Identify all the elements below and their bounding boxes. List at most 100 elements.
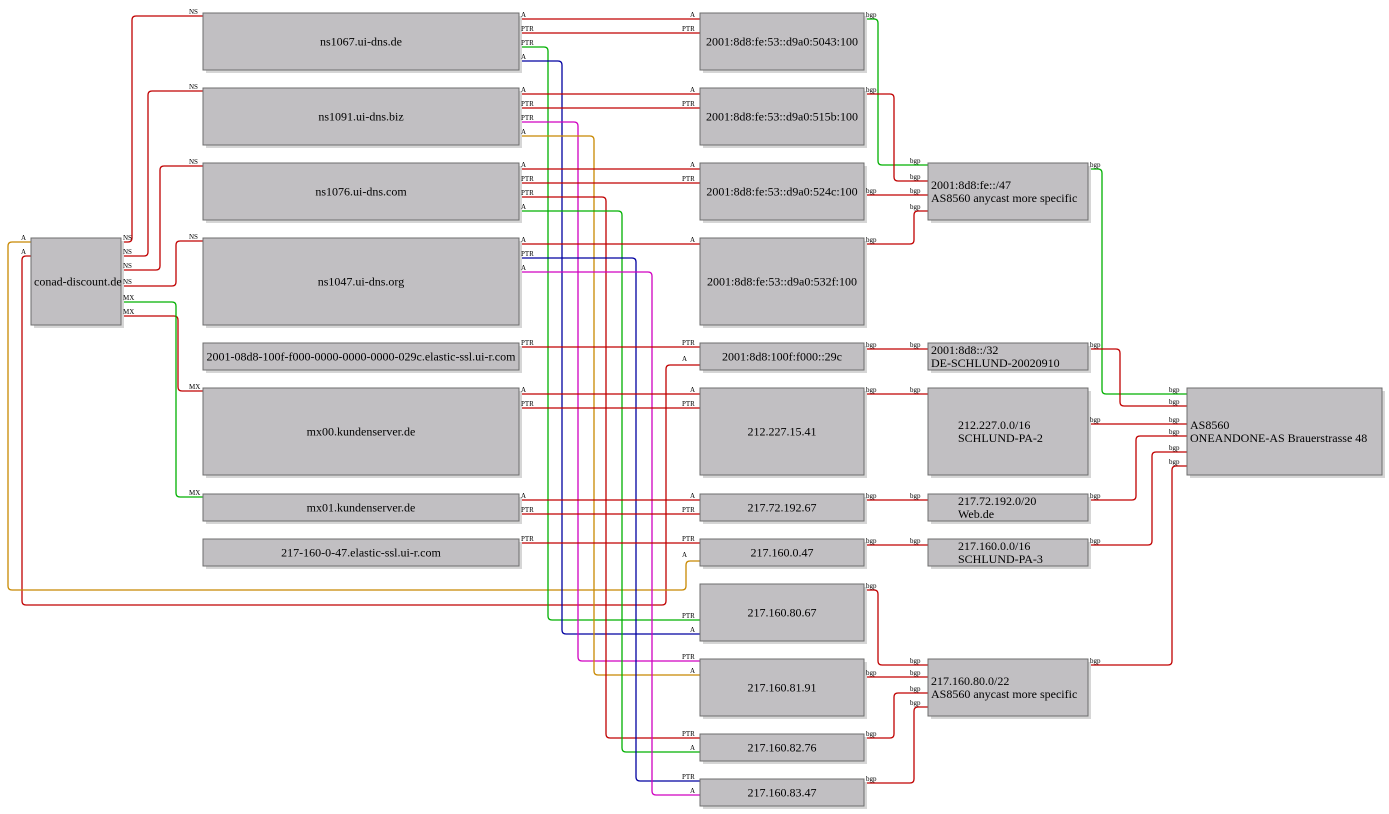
edge-bgp-line <box>1088 435 1187 501</box>
edge-label: bgp <box>910 657 921 665</box>
node-ip19267[interactable]: 217.72.192.67 <box>699 493 867 524</box>
node-ip1541[interactable]: 212.227.15.41 <box>699 387 867 478</box>
edge-ns-line <box>121 240 203 287</box>
edge-label: PTR <box>521 339 534 347</box>
node-label: 217.160.81.91 <box>748 681 817 695</box>
edge-label: bgp <box>1090 537 1101 545</box>
node-label: SCHLUND-PA-3 <box>958 552 1043 566</box>
edge-label: A <box>521 11 526 19</box>
edge-label: PTR <box>521 39 534 47</box>
node-ip532f[interactable]: 2001:8d8:fe:53::d9a0:532f:100 <box>699 237 867 328</box>
node-label: 217-160-0-47.elastic-ssl.ui-r.com <box>281 546 441 560</box>
edge-label: PTR <box>682 773 695 781</box>
edge-label: PTR <box>521 114 534 122</box>
edge-label: bgp <box>910 699 921 707</box>
node-ip29c[interactable]: 2001:8d8:100f:f000::29c <box>699 342 867 373</box>
edge-label: A <box>521 264 526 272</box>
node-label: 212.227.15.41 <box>748 425 817 439</box>
edge-label: PTR <box>521 250 534 258</box>
edge-bgp-line <box>864 210 928 245</box>
node-label: AS8560 <box>1190 418 1229 432</box>
node-label: 2001:8d8::/32 <box>931 343 998 357</box>
node-label: ns1067.ui-dns.de <box>320 35 402 49</box>
edge-label: NS <box>189 83 198 91</box>
edge-label: NS <box>123 234 132 242</box>
edges-layer <box>7 15 1187 796</box>
edge-label: bgp <box>1169 416 1180 424</box>
node-ip5043[interactable]: 2001:8d8:fe:53::d9a0:5043:100 <box>699 12 867 73</box>
edge-label: PTR <box>521 25 534 33</box>
edge-label: bgp <box>866 11 877 19</box>
edge-label: PTR <box>682 400 695 408</box>
node-label: ns1091.ui-dns.biz <box>318 110 403 124</box>
node-label: AS8560 anycast more specific <box>931 191 1077 205</box>
edge-bgp-line <box>1088 168 1187 395</box>
edge-label: A <box>690 86 695 94</box>
node-ns1076[interactable]: ns1076.ui-dns.com <box>202 162 522 223</box>
edge-a-line <box>21 255 700 606</box>
node-label: ONEANDONE-AS Brauerstrasse 48 <box>1190 431 1367 445</box>
node-label: ns1047.ui-dns.org <box>318 275 404 289</box>
edge-bgp-line <box>864 18 928 166</box>
node-ns1067[interactable]: ns1067.ui-dns.de <box>202 12 522 73</box>
edge-ns-line <box>121 90 203 257</box>
edge-label: PTR <box>682 535 695 543</box>
edge-label: A <box>521 236 526 244</box>
edge-label: A <box>690 667 695 675</box>
edge-label: NS <box>123 262 132 270</box>
node-ip8276[interactable]: 217.160.82.76 <box>699 733 867 764</box>
edge-label: bgp <box>866 187 877 195</box>
node-label: conad-discount.de <box>34 275 122 289</box>
node-ip515b[interactable]: 2001:8d8:fe:53::d9a0:515b:100 <box>699 87 867 148</box>
node-conad[interactable]: conad-discount.de <box>30 237 124 328</box>
node-label: 2001:8d8:fe:53::d9a0:5043:100 <box>706 35 858 49</box>
edge-label: A <box>521 492 526 500</box>
node-label: 217.72.192.0/20 <box>958 494 1036 508</box>
edge-label: PTR <box>682 25 695 33</box>
node-ip524c[interactable]: 2001:8d8:fe:53::d9a0:524c:100 <box>699 162 867 223</box>
node-ip8191[interactable]: 217.160.81.91 <box>699 658 867 719</box>
edge-label: bgp <box>866 386 877 394</box>
node-ip8067[interactable]: 217.160.80.67 <box>699 583 867 644</box>
edge-label: bgp <box>910 492 921 500</box>
node-elastic6[interactable]: 2001-08d8-100f-f000-0000-0000-0000-029c.… <box>202 342 522 373</box>
edge-label: MX <box>123 294 134 302</box>
edge-label: A <box>21 248 26 256</box>
edge-label: bgp <box>910 173 921 181</box>
node-label: 2001:8d8:fe:53::d9a0:532f:100 <box>707 275 857 289</box>
edge-ptr-line <box>519 46 700 621</box>
edge-label: PTR <box>682 175 695 183</box>
node-mx01[interactable]: mx01.kundenserver.de <box>202 493 522 524</box>
node-ns1091[interactable]: ns1091.ui-dns.biz <box>202 87 522 148</box>
edge-label: bgp <box>910 669 921 677</box>
edge-label: A <box>21 234 26 242</box>
edge-bgp-line <box>864 692 928 739</box>
node-elastic4[interactable]: 217-160-0-47.elastic-ssl.ui-r.com <box>202 538 522 569</box>
node-mx00[interactable]: mx00.kundenserver.de <box>202 387 522 478</box>
edge-label: PTR <box>521 175 534 183</box>
edge-label: bgp <box>1090 341 1101 349</box>
node-label: 2001:8d8:fe::/47 <box>931 178 1011 192</box>
edge-mx-line <box>121 301 203 498</box>
node-ns1047[interactable]: ns1047.ui-dns.org <box>202 237 522 328</box>
edge-label: MX <box>123 308 134 316</box>
edge-label: PTR <box>682 339 695 347</box>
edge-label: A <box>521 203 526 211</box>
edge-label: bgp <box>910 341 921 349</box>
edge-a-line <box>7 241 700 591</box>
node-ip047[interactable]: 217.160.0.47 <box>699 538 867 569</box>
node-label: SCHLUND-PA-2 <box>958 431 1043 445</box>
edge-label: PTR <box>521 400 534 408</box>
node-ip8347[interactable]: 217.160.83.47 <box>699 778 867 809</box>
node-label: 2001:8d8:fe:53::d9a0:524c:100 <box>706 185 857 199</box>
edge-label: bgp <box>910 537 921 545</box>
edge-label: bgp <box>866 86 877 94</box>
